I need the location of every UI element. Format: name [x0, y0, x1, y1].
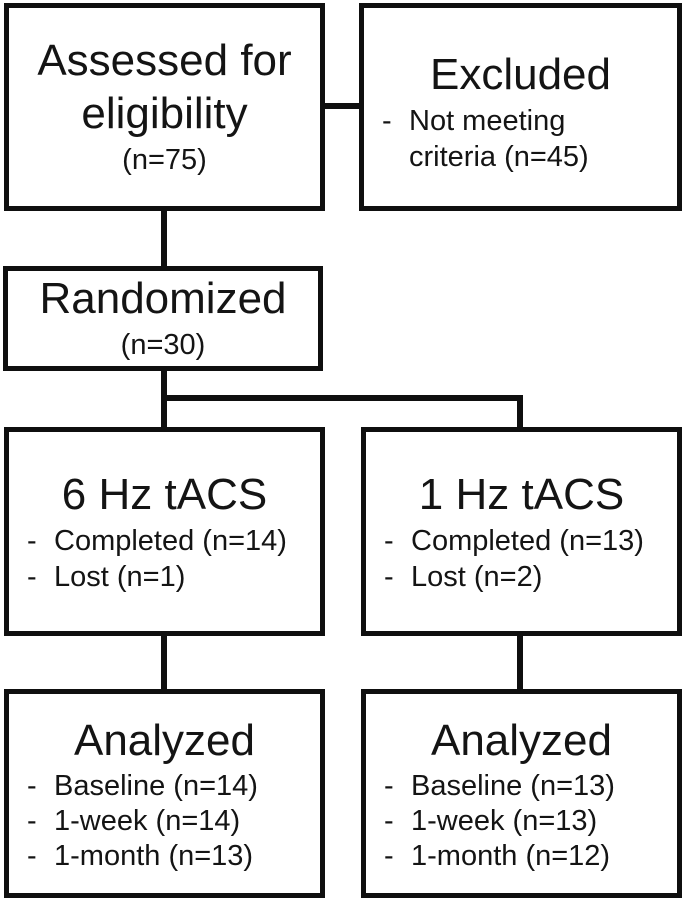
list-item: - Completed (n=14) — [27, 523, 320, 559]
list-item: - Lost (n=1) — [27, 559, 320, 595]
connector-6hz-to-analyzed — [161, 636, 167, 689]
list-item: - Not meeting criteria (n=45) — [382, 103, 677, 175]
bullet-dash: - — [384, 804, 394, 837]
list-item: - 1-month (n=12) — [384, 839, 677, 874]
bullet-dash: - — [27, 561, 37, 593]
box-excluded: Excluded - Not meeting criteria (n=45) — [359, 3, 682, 211]
list-item: - Completed (n=13) — [384, 523, 677, 559]
list-item-text: 1-month (n=12) — [411, 839, 611, 872]
list-item: - Lost (n=2) — [384, 559, 677, 595]
bullet-dash: - — [384, 839, 394, 872]
bullet-dash: - — [27, 804, 37, 837]
6hz-items: - Completed (n=14) - Lost (n=1) — [9, 523, 320, 595]
list-item-text: 1-month (n=13) — [54, 839, 254, 872]
assessed-title-line2: eligibility — [81, 89, 248, 138]
list-item-text: Lost (n=1) — [54, 561, 186, 593]
connector-1hz-to-analyzed — [517, 636, 523, 689]
box-randomized: Randomized (n=30) — [3, 266, 323, 371]
list-item: - Baseline (n=14) — [27, 769, 320, 804]
list-item-text: Completed (n=13) — [411, 525, 644, 557]
list-item-text: 1-week (n=14) — [54, 804, 241, 837]
excluded-title: Excluded — [429, 49, 611, 99]
connector-assessed-to-randomized — [161, 211, 167, 266]
bullet-dash: - — [27, 525, 37, 557]
bullet-dash: - — [27, 769, 37, 802]
box-1hz-tacs: 1 Hz tACS - Completed (n=13) - Lost (n=2… — [361, 427, 682, 636]
analyzed-6hz-title: Analyzed — [73, 715, 255, 765]
bullet-dash: - — [384, 525, 394, 557]
1hz-items: - Completed (n=13) - Lost (n=2) — [366, 523, 677, 595]
list-item-text: Baseline (n=14) — [54, 769, 258, 802]
box-assessed-eligibility: Assessed for eligibility (n=75) — [4, 3, 325, 211]
bullet-dash: - — [384, 769, 394, 802]
bullet-dash: - — [382, 104, 392, 137]
list-item-text: Completed (n=14) — [54, 525, 287, 557]
list-item-text: 1-week (n=13) — [411, 804, 598, 837]
randomized-title: Randomized — [39, 274, 287, 323]
list-item: - 1-week (n=13) — [384, 804, 677, 839]
6hz-title: 6 Hz tACS — [61, 470, 268, 519]
analyzed-6hz-items: - Baseline (n=14) - 1-week (n=14) - 1-mo… — [9, 769, 320, 874]
bullet-dash: - — [384, 561, 394, 593]
list-item: - 1-month (n=13) — [27, 839, 320, 874]
analyzed-1hz-title: Analyzed — [430, 715, 612, 765]
bullet-dash: - — [27, 839, 37, 872]
list-item-text: Lost (n=2) — [411, 561, 543, 593]
box-analyzed-1hz: Analyzed - Baseline (n=13) - 1-week (n=1… — [361, 689, 682, 898]
assessed-count: (n=75) — [122, 144, 207, 176]
assessed-title-line1: Assessed for — [37, 36, 292, 85]
box-6hz-tacs: 6 Hz tACS - Completed (n=14) - Lost (n=1… — [4, 427, 325, 636]
analyzed-1hz-items: - Baseline (n=13) - 1-week (n=13) - 1-mo… — [366, 769, 677, 874]
list-item-text: Baseline (n=13) — [411, 769, 615, 802]
1hz-title: 1 Hz tACS — [418, 470, 625, 519]
list-item: - 1-week (n=14) — [27, 804, 320, 839]
randomized-count: (n=30) — [120, 329, 206, 361]
connector-assessed-to-excluded — [325, 103, 359, 109]
list-item-text: Not meeting criteria (n=45) — [409, 104, 589, 173]
box-analyzed-6hz: Analyzed - Baseline (n=14) - 1-week (n=1… — [4, 689, 325, 898]
connector-split-to-1hz — [517, 395, 523, 427]
connector-split-horizontal — [161, 395, 523, 401]
excluded-items: - Not meeting criteria (n=45) — [364, 103, 677, 175]
list-item: - Baseline (n=13) — [384, 769, 677, 804]
